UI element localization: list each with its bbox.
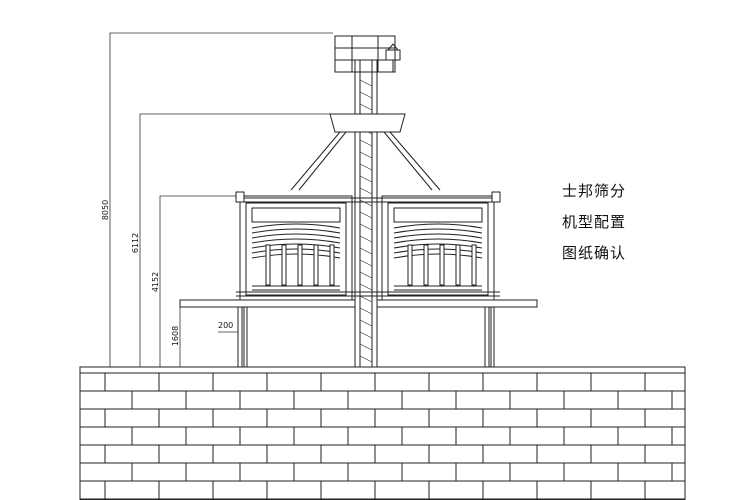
dim-6112-label: 6112	[131, 233, 140, 253]
sieve-unit-left	[239, 195, 353, 301]
brick-foundation	[79, 366, 686, 500]
note-line-3: 图纸确认	[562, 244, 627, 262]
elevator-head	[334, 35, 401, 73]
dimension-lines	[109, 32, 333, 367]
elevator-column	[354, 59, 378, 368]
sieve-unit-right	[381, 195, 495, 301]
dimension-labels: 8050 6112 4152 1608 200	[101, 200, 233, 346]
note-line-2: 机型配置	[562, 213, 627, 231]
dim-200-label: 200	[218, 321, 233, 330]
dim-1608-label: 1608	[171, 326, 180, 346]
top-frame	[235, 191, 501, 297]
note-line-1: 士邦筛分	[562, 182, 627, 200]
feed-hopper	[290, 113, 441, 191]
dim-8050-label: 8050	[101, 200, 110, 220]
dim-4152-label: 4152	[151, 272, 160, 292]
